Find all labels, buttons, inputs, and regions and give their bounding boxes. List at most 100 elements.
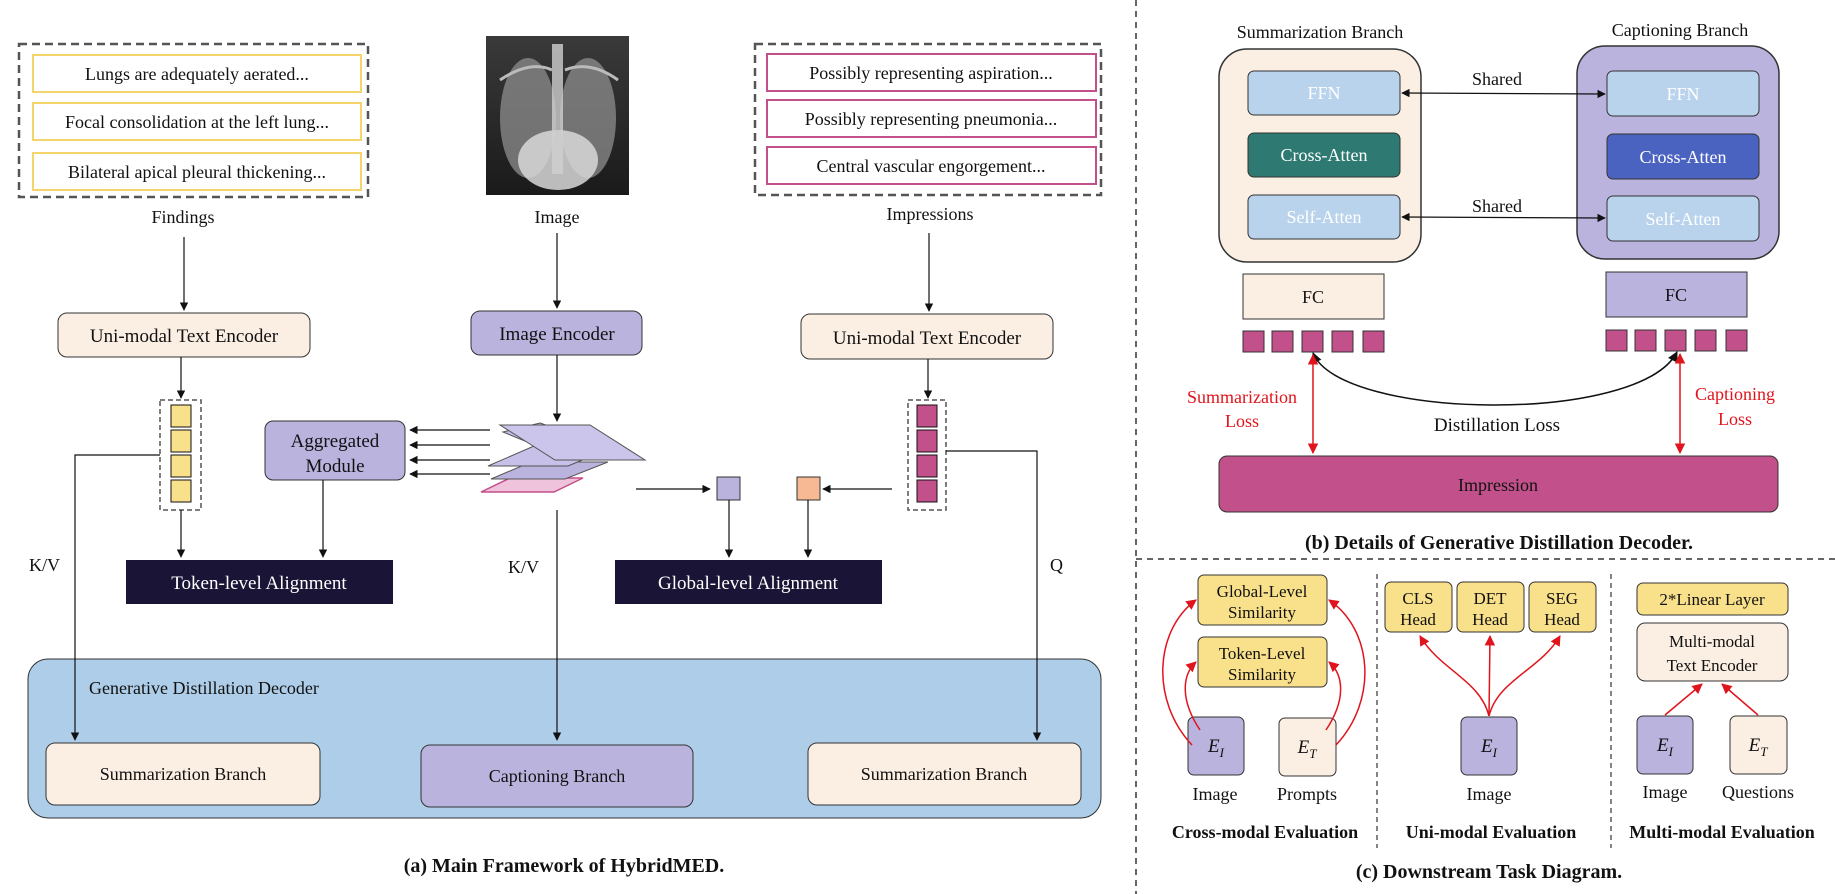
det-head-line1: DET — [1473, 589, 1507, 608]
summ-output-token — [1362, 330, 1385, 353]
finding-text-3: Bilateral apical pleural thickening... — [68, 162, 326, 182]
summ-self-atten — [1247, 194, 1401, 240]
text-encoder-left-label: Uni-modal Text Encoder — [90, 326, 279, 347]
aggregated-module — [264, 420, 406, 481]
feature-planes — [480, 422, 647, 493]
fc-right — [1605, 271, 1748, 318]
cap-branch-title: Captioning Branch — [1612, 20, 1748, 40]
cap-loss-line2: Loss — [1718, 409, 1752, 429]
summarization-branch-left-label: Summarization Branch — [100, 764, 266, 784]
text-encoder-left — [57, 312, 311, 358]
cross-et-label: ET — [1297, 737, 1318, 761]
fc-left-label: FC — [1302, 287, 1324, 307]
summ-branch-title: Summarization Branch — [1237, 22, 1403, 42]
summ-ffn-label: FFN — [1307, 83, 1340, 103]
text-encoder-right-label: Uni-modal Text Encoder — [833, 328, 1022, 349]
shared-bottom-label: Shared — [1472, 196, 1522, 216]
impression-text-2: Possibly representing pneumonia... — [805, 109, 1057, 129]
finding-text-2: Focal consolidation at the left lung... — [65, 112, 329, 132]
cross-eval-label: Cross-modal Evaluation — [1172, 822, 1358, 842]
xray-image — [486, 36, 629, 195]
cap-output-token — [1664, 329, 1687, 352]
multi-ei-box — [1636, 715, 1694, 775]
impression-text-1: Possibly representing aspiration... — [809, 63, 1052, 83]
kv-left-label: K/V — [29, 555, 60, 575]
cross-et-box — [1278, 717, 1337, 777]
panel-c: Global-Level Similarity Token-Level Simi… — [1162, 574, 1815, 883]
summ-ffn — [1247, 70, 1401, 116]
uni-ei-label: EI — [1480, 736, 1498, 760]
token-level-similarity — [1197, 636, 1328, 688]
global-sim-line1: Global-Level — [1217, 582, 1308, 601]
cap-ffn-label: FFN — [1666, 84, 1699, 104]
summ-output-token — [1271, 330, 1294, 353]
linear-layer-label: 2*Linear Layer — [1659, 590, 1765, 609]
cap-output-token — [1605, 329, 1628, 352]
cap-self-atten-label: Self-Atten — [1646, 209, 1721, 229]
cls-head — [1384, 581, 1453, 633]
panel-b-caption: (b) Details of Generative Distillation D… — [1305, 532, 1693, 554]
summ-output-token — [1331, 330, 1354, 353]
right-token — [916, 429, 938, 453]
left-token — [170, 479, 192, 503]
mm-text-encoder-line2: Text Encoder — [1667, 656, 1758, 675]
cap-loss-line1: Captioning — [1695, 384, 1775, 404]
aggregated-module-line2: Module — [305, 456, 364, 477]
det-head-line2: Head — [1472, 610, 1508, 629]
uni-ei-box — [1460, 716, 1518, 776]
finding-box-3 — [32, 152, 362, 191]
multi-ei-label: EI — [1656, 735, 1674, 759]
multi-eval-label: Multi-modal Evaluation — [1629, 822, 1815, 842]
token-level-alignment-label: Token-level Alignment — [171, 573, 347, 594]
left-token — [170, 429, 192, 453]
cap-self-atten — [1606, 195, 1760, 242]
right-token — [916, 454, 938, 478]
panel-c-caption: (c) Downstream Task Diagram. — [1356, 861, 1622, 883]
left-token — [170, 404, 192, 428]
summ-cross-atten — [1247, 132, 1401, 178]
shared-top-label: Shared — [1472, 69, 1522, 89]
summarization-branch-right-label: Summarization Branch — [861, 764, 1027, 784]
cap-output-token — [1694, 329, 1717, 352]
image-encoder-label: Image Encoder — [499, 324, 615, 345]
summ-output-token — [1301, 330, 1324, 353]
multi-et-box — [1729, 715, 1788, 775]
global-level-alignment — [615, 560, 882, 604]
uni-eval-label: Uni-modal Evaluation — [1406, 822, 1577, 842]
cross-prompts-label: Prompts — [1277, 784, 1337, 804]
fc-left — [1242, 273, 1385, 320]
uni-image-label: Image — [1467, 784, 1512, 804]
summarization-branch-left — [45, 742, 321, 806]
right-token — [916, 404, 938, 428]
right-token — [916, 479, 938, 503]
seg-head-line1: SEG — [1546, 589, 1578, 608]
image-global-vector — [716, 476, 741, 501]
cross-ei-box — [1187, 716, 1245, 776]
impression-bar-label: Impression — [1458, 475, 1538, 495]
finding-text-1: Lungs are adequately aerated... — [85, 64, 309, 84]
distillation-loss-label: Distillation Loss — [1434, 415, 1560, 436]
token-level-alignment — [126, 560, 393, 604]
summ-output-token — [1242, 330, 1265, 353]
cap-cross-atten-label: Cross-Atten — [1640, 147, 1727, 167]
summ-loss-line2: Loss — [1225, 411, 1259, 431]
finding-box-2 — [32, 102, 362, 141]
finding-box-1 — [32, 54, 362, 93]
captioning-branch-mid-label: Captioning Branch — [489, 766, 625, 786]
panel-b: Summarization Branch Captioning Branch F… — [1187, 20, 1780, 554]
token-sim-line1: Token-Level — [1219, 644, 1306, 663]
findings-dashed-box — [17, 42, 370, 199]
multi-questions-label: Questions — [1722, 782, 1794, 802]
impression-box-3 — [766, 146, 1097, 185]
summ-self-atten-label: Self-Atten — [1287, 207, 1362, 227]
impression-box-2 — [766, 99, 1097, 138]
cap-output-token — [1634, 329, 1657, 352]
panel-a-caption: (a) Main Framework of HybridMED. — [404, 855, 725, 877]
text-encoder-right — [800, 313, 1054, 360]
token-sim-line2: Similarity — [1228, 665, 1297, 684]
left-token — [170, 454, 192, 478]
cap-output-token — [1725, 329, 1748, 352]
global-level-similarity — [1197, 574, 1328, 626]
impression-text-3: Central vascular engorgement... — [816, 156, 1045, 176]
